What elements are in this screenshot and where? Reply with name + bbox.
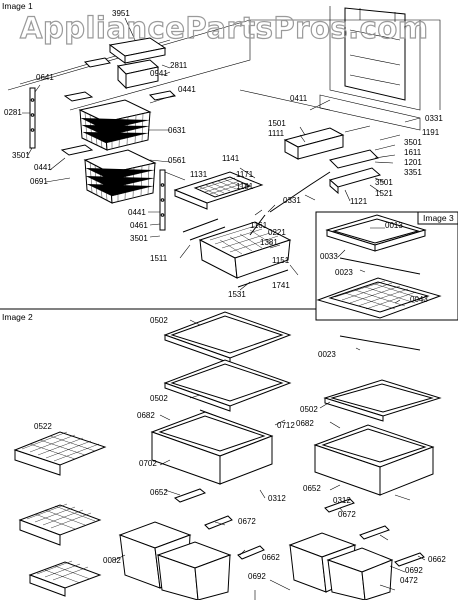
part-callout: 0672	[338, 510, 356, 519]
part-callout: 0331	[283, 196, 301, 205]
watermark-text: AppliancePartsPros.com	[20, 11, 428, 45]
part-callout: 2811	[170, 61, 188, 70]
part-callout: 0691	[30, 177, 48, 186]
part-callout: 1511	[150, 254, 168, 263]
part-callout: 1141	[222, 154, 240, 163]
panel-labels: Image 1 Image 2 Image 3	[2, 1, 454, 322]
part-callout: 0522	[34, 422, 52, 431]
part-callout: 3351	[404, 168, 422, 177]
part-callout: 0023	[318, 350, 336, 359]
part-callout: 0561	[168, 156, 186, 165]
part-callout: 0941	[150, 69, 168, 78]
part-callout: 1171	[236, 170, 254, 179]
part-callout: 0023	[335, 268, 353, 277]
part-callout: 0043	[410, 295, 428, 304]
part-callout: 0631	[168, 126, 186, 135]
part-callout: 1521	[375, 189, 393, 198]
part-callout: 0472	[400, 576, 418, 585]
leader-lines-image1	[22, 17, 421, 291]
part-callout: 0033	[320, 252, 338, 261]
part-callout: 0221	[268, 228, 286, 237]
part-callout: 0702	[139, 459, 157, 468]
part-callouts: 3951 2811 0941 0641 0441 0281 0631 3501 …	[4, 9, 446, 585]
part-callout: 3951	[112, 9, 130, 18]
part-callout: 0441	[128, 208, 146, 217]
part-callout: 0281	[4, 108, 22, 117]
tray-assembly-right	[249, 127, 382, 236]
panel-label-image1: Image 1	[2, 1, 33, 11]
part-callout: 0013	[385, 221, 403, 230]
cabinet-outline	[7, 6, 441, 131]
part-callout: 1151	[272, 256, 290, 265]
part-callout: 0682	[296, 419, 314, 428]
part-callout: 1501	[268, 119, 286, 128]
part-callout: 1741	[272, 281, 290, 290]
part-callout: 3501	[130, 234, 148, 243]
top-cover	[63, 37, 177, 102]
part-callout: 0502	[150, 394, 168, 403]
glass-shelves-middle	[118, 311, 292, 600]
part-callout: 0441	[178, 85, 196, 94]
part-callout: 0641	[36, 73, 54, 82]
part-callout: 1131	[190, 170, 208, 179]
crisper-assembly	[173, 171, 292, 288]
wire-basket-lower	[60, 144, 157, 204]
part-callout: 1111	[268, 129, 285, 138]
part-callout: 0652	[150, 488, 168, 497]
part-callout: 0441	[34, 163, 52, 172]
part-callout: 0662	[262, 553, 280, 562]
part-callout: 0652	[303, 484, 321, 493]
part-callout: 0082	[103, 556, 121, 565]
part-callout: 0502	[150, 316, 168, 325]
part-callout: 0312	[268, 494, 286, 503]
part-callout: 1191	[422, 128, 440, 137]
part-callout: 0662	[428, 555, 446, 564]
panel-label-image3: Image 3	[423, 213, 454, 223]
wire-shelves-left	[13, 431, 107, 597]
part-callout: 1531	[228, 290, 246, 299]
part-callout: 0692	[248, 572, 266, 581]
part-callout: 1611	[404, 148, 422, 157]
part-callout: 3501	[404, 138, 422, 147]
part-callout: 1181	[236, 182, 254, 191]
part-callout: 3501	[375, 178, 393, 187]
part-callout: 0461	[130, 221, 148, 230]
part-callout: 1381	[260, 238, 278, 247]
part-callout: 0712	[277, 421, 295, 430]
part-callout: 1161	[250, 221, 268, 230]
glass-shelves-right	[288, 379, 442, 600]
image3-frame	[315, 211, 458, 351]
part-callout: 0682	[137, 411, 155, 420]
part-callout: 0692	[405, 566, 423, 575]
part-callout: 0312	[333, 496, 351, 505]
part-callout: 1201	[404, 158, 422, 167]
panel-label-image2: Image 2	[2, 312, 33, 322]
part-callout: 0502	[300, 405, 318, 414]
wire-basket-upper	[78, 99, 152, 151]
part-callout: 0331	[425, 114, 443, 123]
side-rails	[29, 87, 166, 231]
part-callout: 0411	[290, 94, 308, 103]
part-callout: 0672	[238, 517, 256, 526]
part-callout: 3501	[12, 151, 30, 160]
part-callout: 1121	[350, 197, 368, 206]
leader-lines-image2	[114, 319, 426, 600]
